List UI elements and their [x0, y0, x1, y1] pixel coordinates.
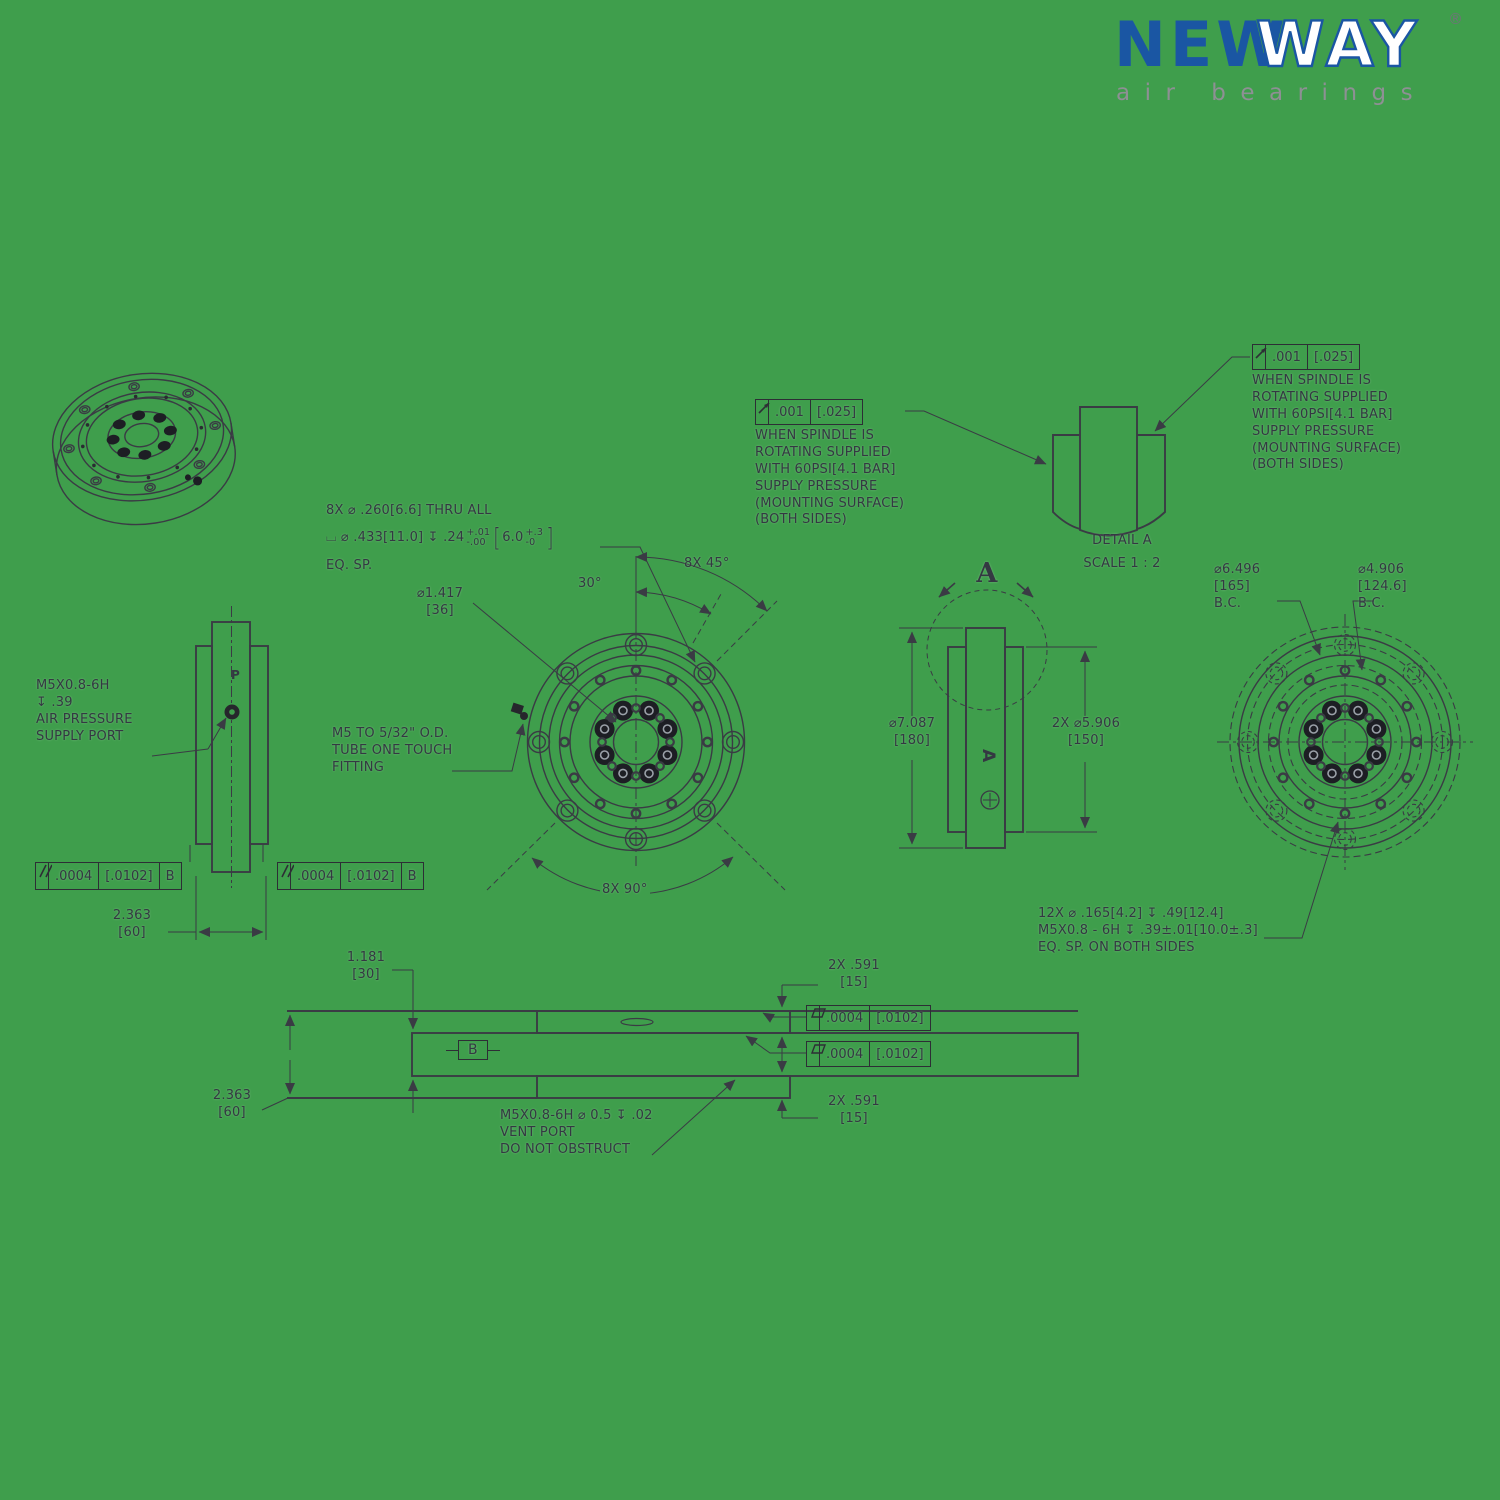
air-port-note: M5X0.8-6H ↧ .39 AIR PRESSURE SUPPLY PORT [36, 678, 133, 744]
bracket-open: [ [493, 523, 501, 552]
dim-side-width: 2.363 [60] [112, 908, 152, 940]
datum-a-rotated: A [978, 749, 998, 763]
registered-mark-icon: ® [1448, 10, 1463, 28]
cbore-note-line3: EQ. SP. [326, 558, 373, 573]
bc-inner-label: ⌀4.906 [124.6] B.C. [1358, 562, 1407, 611]
runout-tol-mm: [.025] [809, 400, 862, 424]
runout-tol: .001 [1265, 345, 1307, 369]
par-datum: B [158, 863, 181, 889]
runout-tol-mm: [.025] [1306, 345, 1359, 369]
cbore-note-line1: 8X ⌀ .260[6.6] THRU ALL [326, 503, 492, 518]
cbore-pre: ⌴ ⌀ .433[11.0] ↧ .24 [326, 529, 465, 545]
angle-90: 8X 90° [600, 882, 650, 899]
datum-b-letter: B [458, 1040, 488, 1060]
runout-icon [1253, 345, 1267, 369]
dim-stator-dia: 2X ⌀5.906 [150] [1049, 716, 1123, 750]
par-tol-mm: [.0102] [340, 863, 400, 889]
detail-a-scale: SCALE 1 : 2 [1083, 556, 1161, 571]
detail-a [905, 356, 1250, 537]
flatness-fcf-top: .0004 [.0102] [806, 1005, 931, 1031]
detail-a-label: DETAIL A [1092, 533, 1152, 548]
front-view-back [1217, 614, 1473, 870]
parallelism-icon [278, 863, 294, 889]
bottom-section-view [261, 969, 1079, 1156]
spindle-note-left: WHEN SPINDLE IS ROTATING SUPPLIED WITH 6… [755, 428, 905, 528]
dim-plate-top: 2X .591 [15] [828, 958, 880, 990]
isometric-view [51, 372, 236, 526]
dim-total-thk: 2.363 [60] [212, 1088, 252, 1120]
flat-tol-mm: [.0102] [869, 1006, 929, 1030]
section-view: A [899, 582, 1097, 849]
front-view-back-leaders [1264, 600, 1374, 939]
side-view [151, 606, 269, 940]
vent-note: M5X0.8-6H ⌀ 0.5 ↧ .02 VENT PORT DO NOT O… [500, 1108, 653, 1157]
flat-tol-mm: [.0102] [869, 1042, 929, 1066]
spindle-note-right: WHEN SPINDLE IS ROTATING SUPPLIED WITH 6… [1252, 373, 1402, 473]
cbore-metric-stack: +.3 -0 [525, 526, 544, 549]
dim-rotor-thk: 1.181 [30] [346, 950, 386, 982]
parallelism-fcf-right: .0004 [.0102] B [277, 862, 424, 890]
runout-icon [756, 400, 770, 424]
par-tol: .0004 [290, 863, 340, 889]
logo-tagline: air bearings [1116, 80, 1427, 106]
flatness-icon [807, 1042, 827, 1066]
front-view-dimensions [452, 546, 786, 895]
cbore-metric: 6.0 [502, 529, 524, 545]
par-tol: .0004 [48, 863, 98, 889]
par-tol-mm: [.0102] [98, 863, 158, 889]
angle-45: 8X 45° [684, 556, 730, 571]
flat-tol: .0004 [819, 1006, 869, 1030]
datum-dash [446, 1049, 458, 1051]
angle-30: 30° [578, 576, 602, 591]
datum-dash [487, 1049, 500, 1051]
cbore-note-line2: ⌴ ⌀ .433[11.0] ↧ .24 +.01 -.00 [ 6.0 +.3… [326, 522, 555, 555]
runout-tol: .001 [768, 400, 810, 424]
flatness-fcf-bottom: .0004 [.0102] [806, 1041, 931, 1067]
parallelism-icon [36, 863, 52, 889]
detail-circle-letter: A [976, 558, 998, 589]
flatness-icon [807, 1006, 827, 1030]
dim-plate-bottom: 2X .591 [15] [828, 1094, 880, 1126]
bracket-close: ] [546, 523, 554, 552]
fitting-note: M5 TO 5/32" O.D. TUBE ONE TOUCH FITTING [332, 726, 453, 775]
flat-tol: .0004 [819, 1042, 869, 1066]
runout-fcf-right: .001 [.025] [1252, 344, 1361, 370]
dim-bore: ⌀1.417 [36] [416, 586, 464, 618]
parallelism-fcf-left: .0004 [.0102] B [35, 862, 182, 890]
port-label: P [231, 668, 240, 682]
par-datum: B [400, 863, 423, 889]
datum-b-flag: B [446, 1040, 500, 1060]
newway-logo: NEW WAY ® air bearings [1114, 7, 1463, 106]
dim-rotor-dia: ⌀7.087 [180] [886, 716, 938, 750]
logo-new-text: NEW [1114, 8, 1289, 81]
runout-fcf-left: .001 [.025] [755, 399, 864, 425]
threads-note: 12X ⌀ .165[4.2] ↧ .49[12.4] M5X0.8 - 6H … [1038, 906, 1258, 955]
bc-outer-label: ⌀6.496 [165] B.C. [1214, 562, 1261, 611]
logo-way-text: WAY [1256, 8, 1421, 81]
cbore-tolerance-stack: +.01 -.00 [466, 526, 491, 549]
